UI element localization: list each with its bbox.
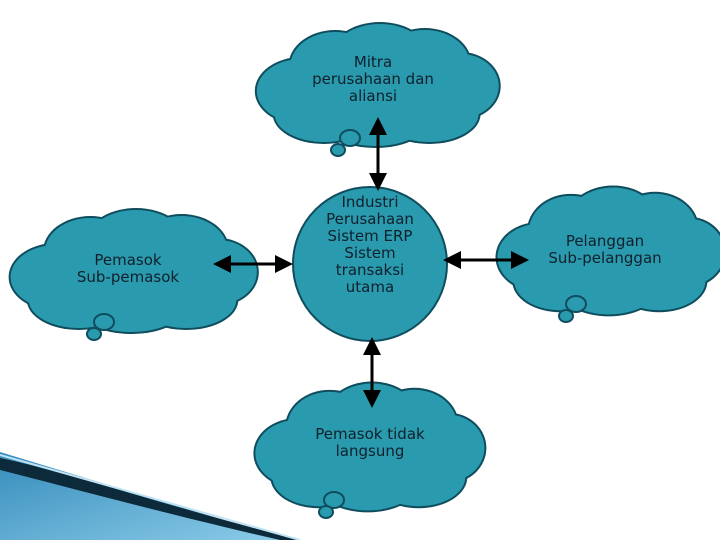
label-center-core: Industri Perusahaan Sistem ERP Sistem tr… — [300, 194, 440, 296]
corner-decoration — [0, 452, 300, 540]
label-left-suppliers: Pemasok Sub-pemasok — [48, 252, 208, 286]
label-bottom-indirect-suppliers: Pemasok tidak langsung — [282, 426, 458, 460]
label-top-partners: Mitra perusahaan dan aliansi — [290, 54, 456, 105]
label-right-customers: Pelanggan Sub-pelanggan — [520, 233, 690, 267]
